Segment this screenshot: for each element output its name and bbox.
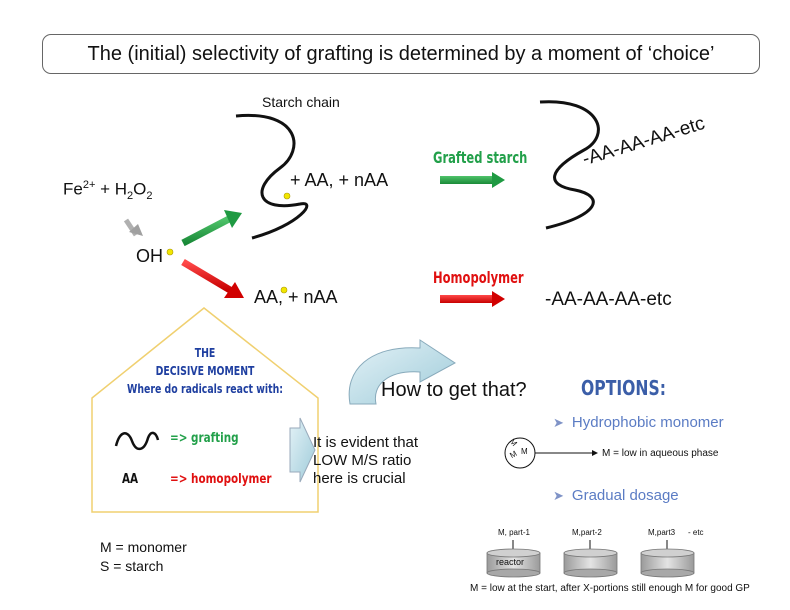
radical-dot-aa	[280, 286, 288, 294]
part-2-label: M,part-2	[572, 528, 602, 537]
bullet-icon: ➤	[553, 488, 564, 503]
option-hydrophobic: ➤ Hydrophobic monomer	[553, 414, 724, 431]
lower-rest: , + nAA	[278, 287, 338, 307]
reactor-3	[640, 540, 695, 578]
red-arrow-down	[181, 258, 244, 298]
plus-h-text: + H	[95, 179, 128, 199]
bullet-icon: ➤	[553, 415, 564, 430]
option-gradual: ➤ Gradual dosage	[553, 487, 679, 504]
decisive-line-2: DECISIVE MOMENT	[155, 364, 255, 378]
green-arrow-right	[440, 172, 505, 188]
starch-chain-label: Starch chain	[262, 94, 340, 110]
o-text: O	[133, 179, 147, 199]
lower-aa: AA	[254, 287, 279, 307]
micelle-note: M = low in aqueous phase	[602, 448, 719, 459]
evident-line-1: It is evident that	[313, 434, 419, 451]
grafted-starch-label: Grafted starch	[433, 148, 528, 167]
options-heading: OPTIONS:	[581, 376, 666, 400]
question-text: How to get that?	[381, 379, 527, 401]
legend-monomer: M = monomer	[100, 539, 187, 555]
part-1-label: M, part-1	[498, 528, 531, 537]
evident-text: It is evident that LOW M/S ratio here is…	[313, 434, 418, 488]
cyan-block-arrow	[289, 417, 316, 483]
green-arrow-up	[181, 210, 242, 247]
oh-radical: OH	[136, 246, 163, 266]
grey-down-arrow	[123, 218, 143, 237]
wave-icon	[114, 431, 160, 451]
decisive-house	[91, 307, 319, 513]
red-arrow-right	[440, 291, 505, 307]
etc-label: - etc	[688, 528, 704, 537]
legend: M = monomer S = starch	[100, 538, 187, 576]
decisive-line-1: THE	[194, 346, 216, 360]
option-gradual-label: Gradual dosage	[571, 487, 679, 504]
radical-dot-oh	[166, 248, 174, 256]
title-box: The (initial) selectivity of grafting is…	[42, 34, 760, 74]
micelle-m-3: M	[521, 447, 528, 456]
h-subscript: 2	[127, 190, 134, 203]
micelle-arrow-head	[592, 450, 598, 456]
fe-charge: 2+	[82, 179, 96, 191]
page-title: The (initial) selectivity of grafting is…	[87, 42, 715, 65]
homopolymer-product: -AA-AA-AA-etc	[545, 289, 672, 310]
aa-monomer-label: AA	[122, 472, 139, 487]
evident-line-3: here is crucial	[313, 470, 406, 487]
reactor-1	[486, 540, 541, 578]
o-subscript: 2	[146, 190, 153, 203]
decisive-line-3: Where do radicals react with:	[127, 382, 283, 396]
upper-reagents: + AA, + nAA	[290, 170, 389, 190]
evident-line-2: LOW M/S ratio	[313, 452, 412, 469]
part-3-label: M,part3	[648, 528, 676, 537]
radical-dot-starch	[283, 192, 291, 200]
legend-starch: S = starch	[100, 558, 164, 574]
fe-text: Fe	[63, 179, 83, 199]
reactor-2	[563, 540, 618, 578]
dosage-footer: M = low at the start, after X-portions s…	[470, 583, 750, 594]
lower-reagents: AA, + nAA	[254, 287, 338, 308]
starch-chain-right	[539, 100, 600, 230]
grafting-outcome: => grafting	[170, 431, 239, 446]
option-hydrophobic-label: Hydrophobic monomer	[571, 414, 724, 431]
reactor-label: reactor	[496, 557, 525, 567]
fe-h2o2-formula: Fe2+ + H2O2	[63, 179, 153, 202]
starch-chain-left	[235, 113, 309, 240]
homopolymer-label: Homopolymer	[433, 268, 524, 287]
curved-arrow	[348, 339, 456, 405]
homopolymer-outcome: => homopolymer	[170, 472, 272, 487]
